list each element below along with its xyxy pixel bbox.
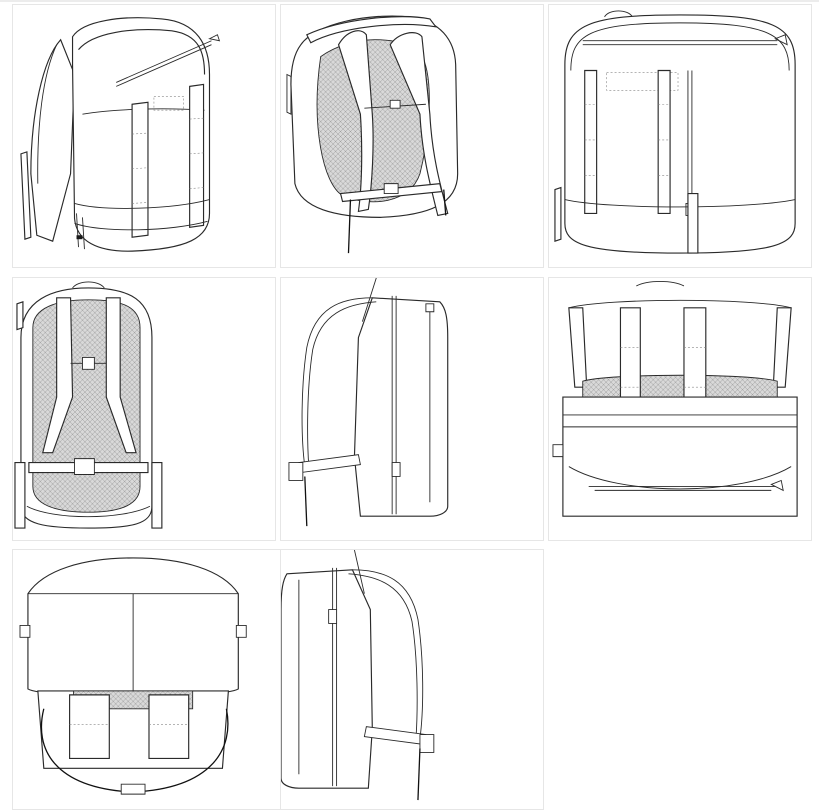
- backpack-drawing-bottom: [13, 550, 543, 809]
- view-left-side[interactable]: [280, 277, 544, 541]
- backpack-drawing-front: [549, 5, 811, 267]
- view-front-three-quarter[interactable]: [12, 4, 276, 268]
- view-right-side[interactable]: [280, 549, 544, 810]
- view-back-three-quarter[interactable]: [280, 4, 544, 268]
- top-rule: [0, 0, 819, 2]
- backpack-drawing-back-three-quarter: [281, 5, 543, 267]
- backpack-drawing-front-three-quarter: [13, 5, 275, 267]
- backpack-drawing-top: [549, 278, 811, 540]
- view-front[interactable]: [548, 4, 812, 268]
- view-top[interactable]: [548, 277, 812, 541]
- backpack-drawing-left-side: [281, 278, 543, 540]
- backpack-drawing-back: [13, 278, 275, 540]
- backpack-drawing-right-side: [281, 550, 543, 809]
- view-back[interactable]: [12, 277, 276, 541]
